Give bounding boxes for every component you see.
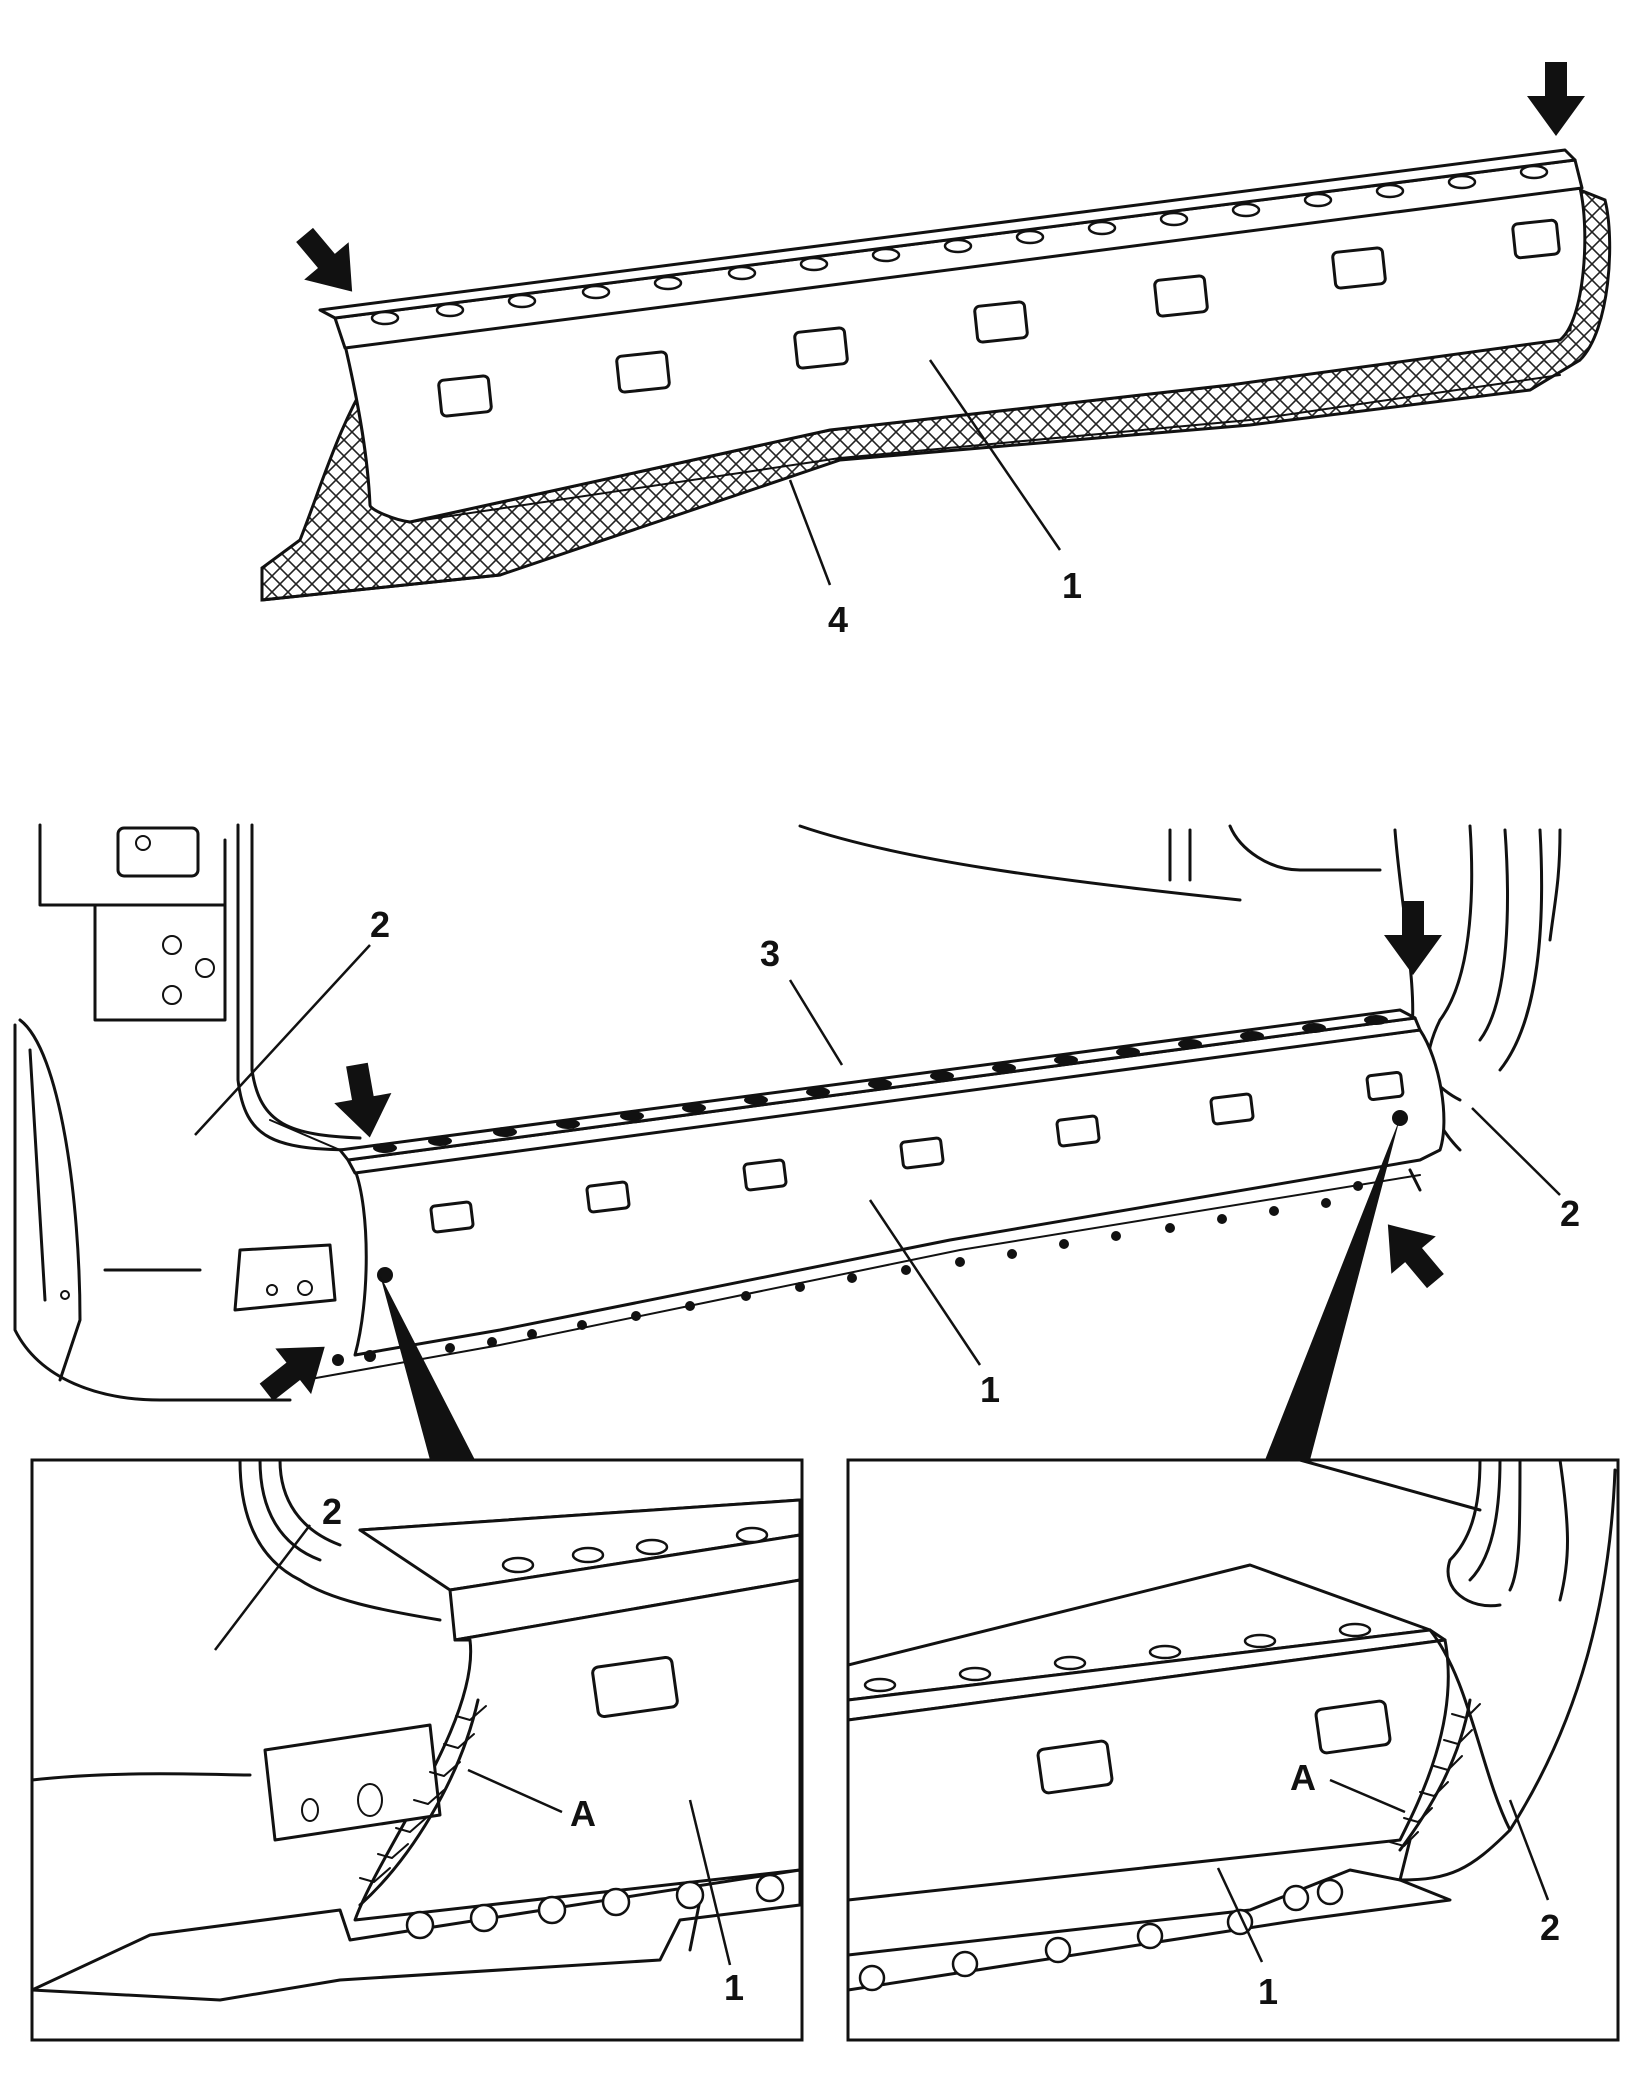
callout-4: 4	[828, 599, 848, 640]
callout-2-right: 2	[1560, 1193, 1580, 1234]
arrow-icon	[1365, 1205, 1458, 1300]
arrow-icon	[1384, 901, 1442, 975]
panel-openings	[429, 1070, 1405, 1234]
callout-2-detail-right: 2	[1540, 1907, 1560, 1948]
flange-holes	[370, 164, 1549, 326]
arrow-icon	[1527, 62, 1585, 136]
callout-2-left: 2	[370, 904, 390, 945]
detail-left: 2 A 1	[30, 1458, 804, 2042]
detail-pointer	[1265, 1118, 1400, 1460]
callout-1-top: 1	[1062, 565, 1082, 606]
callout-a-left: A	[570, 1793, 596, 1834]
callout-1-middle: 1	[980, 1369, 1000, 1410]
arrow-icon	[282, 216, 375, 311]
arrow-icon	[328, 1059, 399, 1143]
callout-2-detail-left: 2	[322, 1491, 342, 1532]
callout-3: 3	[760, 933, 780, 974]
rocker-panel-part: 1 4	[260, 62, 1612, 640]
callout-a-right: A	[1290, 1757, 1316, 1798]
panel-openings	[437, 218, 1561, 418]
detail-right: A 1 2	[846, 1458, 1620, 2042]
detail-pointer	[380, 1275, 475, 1460]
lower-weld-holes	[332, 1181, 1363, 1366]
vehicle-side-view: 2 3 1 2	[13, 823, 1580, 1460]
callout-1-detail-right: 1	[1258, 1971, 1278, 2012]
flange-holes	[373, 1015, 1388, 1153]
callout-1-detail-left: 1	[724, 1967, 744, 2008]
